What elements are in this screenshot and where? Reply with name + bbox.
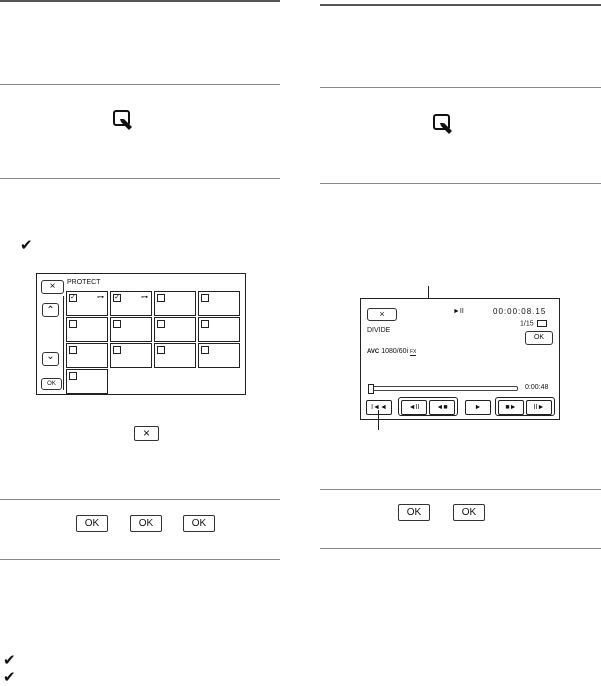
thumbnail[interactable]: [110, 343, 152, 368]
scroll-bar[interactable]: [63, 296, 64, 390]
frame-forward-button[interactable]: II►: [526, 400, 552, 415]
scroll-down-button[interactable]: ⌄: [42, 352, 59, 366]
thumbnail[interactable]: [66, 343, 108, 368]
skip-to-start-button[interactable]: I◄◄: [366, 400, 392, 415]
ok-button: OK: [183, 515, 215, 532]
callout-line: [378, 410, 379, 430]
thumbnail[interactable]: [198, 291, 240, 316]
thumbnail[interactable]: [154, 291, 196, 316]
film-icon: [536, 320, 547, 327]
close-button[interactable]: ×: [367, 308, 397, 321]
ok-button[interactable]: OK: [525, 331, 553, 345]
format-info: AVC 1080/60i FX: [367, 348, 417, 356]
ok-button[interactable]: OK: [41, 378, 62, 390]
thumbnail-checkbox[interactable]: [113, 346, 121, 354]
thumbnail[interactable]: [198, 343, 240, 368]
divider: [0, 0, 280, 2]
frame-controls-group: [398, 397, 458, 416]
divider: [320, 548, 601, 549]
timecode: 00:00:08.15: [493, 307, 547, 316]
divider: [0, 84, 280, 85]
fx-badge: FX: [410, 349, 417, 356]
thumbnail-checkbox[interactable]: ✓: [69, 294, 77, 302]
ok-button: OK: [130, 515, 162, 532]
page-counter: 1/15: [520, 320, 547, 327]
check-icon: ✔: [20, 236, 33, 254]
thumbnail[interactable]: [198, 317, 240, 342]
thumbnail-checkbox[interactable]: [113, 320, 121, 328]
thumbnail[interactable]: [110, 317, 152, 342]
thumbnail-grid: ✓⊶✓⊶: [66, 291, 242, 394]
divider: [0, 559, 280, 560]
divider: [320, 87, 601, 88]
thumbnail-checkbox[interactable]: [157, 320, 165, 328]
thumbnail-checkbox[interactable]: [157, 346, 165, 354]
slow-back-button[interactable]: ◄■: [429, 400, 455, 415]
end-time: 0:00:48: [525, 384, 549, 391]
divide-screen: × ►II 00:00:08.15 1/15 OK DIVIDE AVC 108…: [360, 298, 560, 420]
frame-controls-group: [495, 397, 555, 416]
divider: [320, 4, 601, 6]
thumbnail-checkbox[interactable]: [157, 294, 165, 302]
divider: [0, 178, 280, 179]
thumbnail[interactable]: [66, 369, 108, 394]
seek-bar[interactable]: [368, 384, 518, 394]
thumbnail[interactable]: [154, 343, 196, 368]
page-number: 1/15: [520, 320, 534, 328]
avchd-logo: AVC: [367, 349, 380, 355]
scroll-up-button[interactable]: ⌃: [42, 303, 59, 317]
thumbnail-checkbox[interactable]: [201, 346, 209, 354]
ok-button: OK: [398, 504, 430, 521]
thumbnail[interactable]: [66, 317, 108, 342]
format-text: 1080/60i: [381, 348, 409, 355]
close-icon: ×: [134, 426, 159, 441]
key-icon: ⊶: [97, 294, 104, 301]
frame-back-button[interactable]: ◄II: [401, 400, 427, 415]
play-pause-indicator: ►II: [453, 308, 464, 315]
thumbnail[interactable]: ✓⊶: [66, 291, 108, 316]
thumbnail-checkbox[interactable]: [201, 320, 209, 328]
divider: [0, 499, 280, 500]
slow-forward-button[interactable]: ■►: [498, 400, 524, 415]
seek-handle[interactable]: [368, 384, 374, 394]
ok-button: OK: [76, 515, 108, 532]
edit-icon: [433, 114, 452, 134]
thumbnail-checkbox[interactable]: ✓: [113, 294, 121, 302]
thumbnail[interactable]: [154, 317, 196, 342]
thumbnail[interactable]: ✓⊶: [110, 291, 152, 316]
thumbnail-checkbox[interactable]: [69, 372, 77, 380]
divider: [320, 489, 601, 490]
thumbnail-checkbox[interactable]: [201, 294, 209, 302]
thumbnail-checkbox[interactable]: [69, 320, 77, 328]
thumbnail-checkbox[interactable]: [69, 346, 77, 354]
key-icon: ⊶: [141, 294, 148, 301]
divider: [320, 183, 601, 184]
check-icon: ✔: [3, 668, 16, 686]
screen-title: DIVIDE: [367, 327, 391, 334]
play-button[interactable]: ►: [465, 400, 491, 415]
screen-title: PROTECT: [67, 279, 101, 286]
protect-screen: × PROTECT ⌃ ⌄ OK ✓⊶✓⊶: [36, 273, 246, 395]
check-icon: ✔: [3, 651, 16, 669]
ok-button: OK: [453, 504, 485, 521]
edit-icon: [113, 110, 132, 130]
close-button[interactable]: ×: [41, 280, 64, 294]
